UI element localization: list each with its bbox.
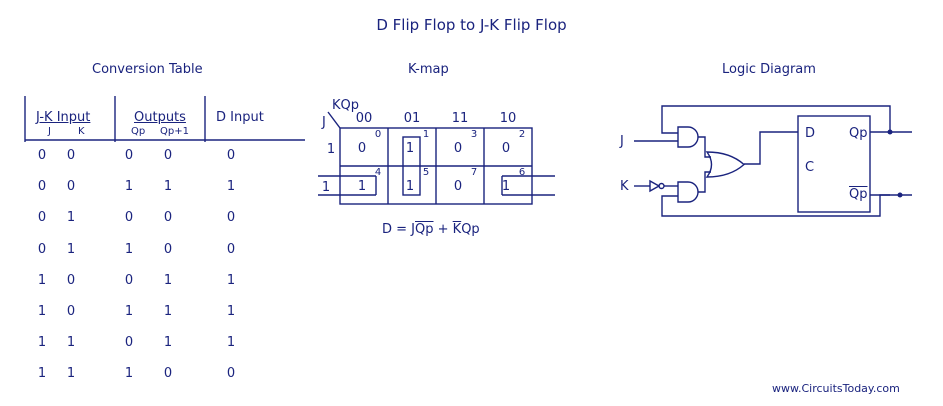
eq-term1-j: J [411, 222, 416, 237]
input-k-label: K [620, 179, 629, 194]
table-cell: 1 [124, 304, 134, 319]
table-cell: 0 [37, 210, 47, 226]
eq-term2-k-bar: K [452, 222, 462, 237]
table-cell: 1 [163, 179, 173, 195]
table-cell: 0 [66, 304, 76, 319]
kmap-equation: D = JQp + KQp [382, 222, 480, 237]
table-cell: 1 [124, 241, 134, 257]
page-title: D Flip Flop to J-K Flip Flop [376, 16, 567, 34]
kmap-col-label: 11 [451, 111, 469, 126]
table-cell: 1 [66, 335, 76, 351]
table-cell: 1 [226, 304, 236, 319]
kmap-cell-index: 7 [470, 167, 478, 178]
table-cell: 0 [124, 272, 134, 288]
kmap-cell-index: 4 [374, 167, 382, 178]
eq-plus: + [433, 222, 453, 237]
col-header-qp1: Qp+1 [160, 126, 189, 137]
d-input-header: D Input [216, 110, 264, 125]
conversion-table-heading: Conversion Table [92, 62, 203, 77]
kmap-col-var: KQp [332, 98, 360, 113]
table-cell: 0 [163, 366, 173, 382]
kmap-cell-value: 0 [357, 141, 367, 156]
kmap-cell-index: 1 [422, 129, 430, 140]
ff-output-q-bar: Qp [849, 187, 868, 202]
table-cell: 0 [124, 210, 134, 226]
kmap-col-label: 01 [403, 111, 421, 126]
table-cell: 1 [37, 335, 47, 351]
table-cell: 0 [124, 148, 134, 163]
ff-pin-d: D [805, 126, 816, 141]
col-header-qp: Qp [131, 126, 146, 137]
table-cell: 1 [66, 241, 76, 257]
kmap-col-label: 00 [355, 111, 373, 126]
table-cell: 0 [37, 148, 47, 163]
table-cell: 1 [124, 179, 134, 195]
kmap-col-label: 10 [499, 111, 517, 126]
ff-output-q: Qp [849, 126, 868, 141]
table-cell: 0 [163, 210, 173, 226]
table-cell: 1 [226, 179, 236, 195]
table-cell: 1 [37, 304, 47, 319]
kmap-cell-value: 1 [501, 179, 511, 194]
kmap-cell-index: 2 [518, 129, 526, 140]
kmap-heading: K-map [408, 62, 449, 77]
kmap-row-label: 1 [326, 142, 336, 157]
table-cell: 1 [163, 335, 173, 351]
kmap-cell-index: 5 [422, 167, 430, 178]
col-header-k: K [78, 126, 85, 137]
logic-diagram-heading: Logic Diagram [722, 62, 816, 77]
table-cell: 1 [66, 366, 76, 382]
table-cell: 1 [226, 335, 236, 351]
table-cell: 1 [66, 210, 76, 226]
table-cell: 0 [124, 335, 134, 351]
col-header-j: J [48, 126, 51, 137]
table-cell: 1 [163, 272, 173, 288]
kmap-cell-value: 1 [357, 179, 367, 194]
table-cell: 1 [124, 366, 134, 382]
kmap-cell-index: 6 [518, 167, 526, 178]
table-cell: 0 [226, 210, 236, 226]
table-cell: 0 [37, 241, 47, 257]
eq-term2-qp: Qp [461, 222, 480, 237]
footer-url: www.CircuitsToday.com [772, 382, 900, 395]
ff-pin-c: C [805, 160, 815, 175]
table-cell: 0 [226, 366, 236, 382]
table-cell: 0 [226, 241, 236, 257]
input-j-label: J [620, 134, 624, 149]
table-cell: 0 [66, 179, 76, 195]
eq-prefix: D = [382, 222, 412, 237]
kmap-cell-value: 0 [453, 179, 463, 194]
table-cell: 0 [37, 179, 47, 195]
table-cell: 0 [226, 148, 236, 163]
eq-term1-qp-bar: Qp [415, 222, 434, 237]
outputs-header: Outputs [134, 110, 186, 125]
table-cell: 1 [37, 272, 47, 288]
jk-input-header: J-K Input [36, 110, 91, 125]
table-cell: 0 [163, 241, 173, 257]
table-cell: 0 [66, 272, 76, 288]
table-cell: 1 [226, 272, 236, 288]
table-cell: 1 [37, 366, 47, 382]
kmap-cell-index: 3 [470, 129, 478, 140]
kmap-cell-value: 1 [405, 179, 415, 194]
kmap-cell-value: 0 [501, 141, 511, 156]
kmap-cell-index: 0 [374, 129, 382, 140]
table-cell: 0 [66, 148, 76, 163]
kmap-row-label: 1 [321, 180, 331, 195]
kmap-row-var: J [322, 115, 326, 130]
kmap-cell-value: 0 [453, 141, 463, 156]
table-cell: 0 [163, 148, 173, 163]
kmap-cell-value: 1 [405, 141, 415, 156]
table-cell: 1 [163, 304, 173, 319]
